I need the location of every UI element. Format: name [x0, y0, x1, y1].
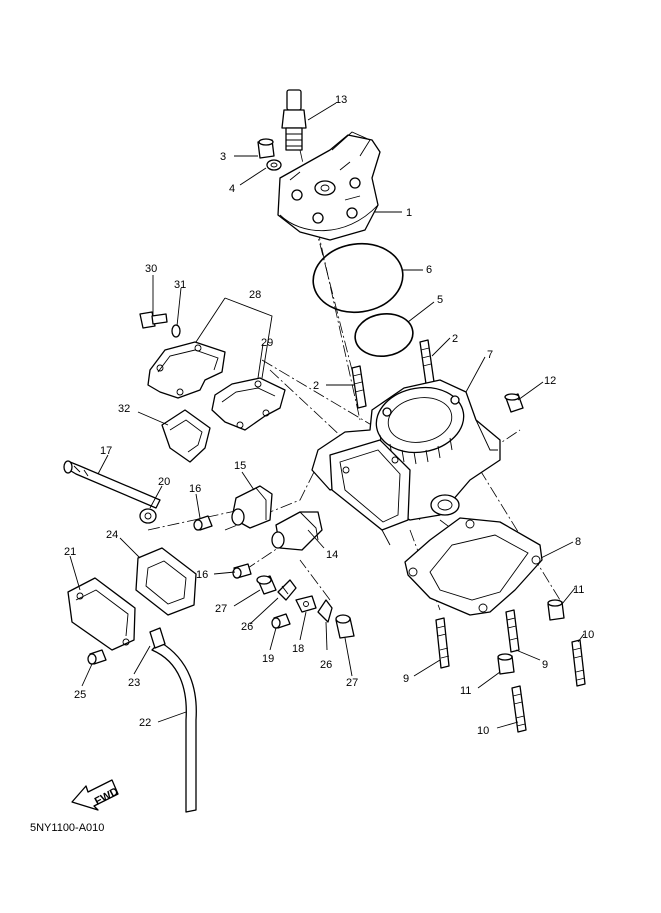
callout-numbers: 1 2 2 3 4 5 6 7 8 9 9 10 10 11 11 12 13 …: [64, 94, 594, 737]
callout-31: 31: [174, 279, 186, 291]
bolt-19: [271, 613, 291, 629]
callout-7: 7: [487, 349, 493, 361]
spring-clip-26-right: [317, 599, 333, 623]
callout-24: 24: [106, 529, 118, 541]
collar-27-left: [256, 575, 277, 595]
spark-plug: [281, 89, 307, 151]
callout-1: 1: [406, 207, 412, 219]
callout-10-right: 10: [582, 629, 594, 641]
callout-14: 14: [326, 549, 338, 561]
nut-11-right: [547, 599, 565, 621]
callout-27-right: 27: [346, 677, 358, 689]
fwd-arrow-icon: FWD: [71, 779, 121, 811]
bracket-32: [161, 409, 211, 463]
callout-29: 29: [261, 337, 273, 349]
o-ring-6: [312, 242, 404, 314]
hose-22: [151, 641, 197, 813]
stud-bolt-10-lower: [511, 685, 527, 733]
spring-clip-26-left: [277, 579, 297, 601]
callout-30: 30: [145, 263, 157, 275]
collar-20: [139, 508, 157, 524]
callout-18: 18: [292, 643, 304, 655]
callout-21: 21: [64, 546, 76, 558]
cylinder: [311, 379, 501, 546]
callout-9-right: 9: [542, 659, 548, 671]
callout-11-lower: 11: [460, 685, 471, 697]
valve-holder-15: [231, 485, 273, 529]
callout-16-lower: 16: [196, 569, 208, 581]
stud-bolt-2-right: [419, 339, 435, 385]
callout-9-left: 9: [403, 673, 409, 685]
callout-20: 20: [158, 476, 170, 488]
clip-18: [295, 595, 317, 613]
stud-bolt-10-right: [571, 639, 586, 687]
callout-32: 32: [118, 403, 130, 415]
o-ring-5: [354, 313, 414, 357]
callout-2-right: 2: [452, 333, 458, 345]
callout-17: 17: [100, 445, 112, 457]
nut-11-lower: [497, 653, 515, 675]
callout-15: 15: [234, 460, 246, 472]
callout-13: 13: [335, 94, 347, 106]
callout-8: 8: [575, 536, 581, 548]
bolt-30: [139, 311, 168, 329]
bolt-16-upper: [193, 515, 213, 531]
leader-lines: [69, 102, 585, 729]
valve-holder-14: [271, 511, 323, 551]
callout-5: 5: [437, 294, 443, 306]
callout-6: 6: [426, 264, 432, 276]
callout-28: 28: [249, 289, 261, 301]
gasket-24: [135, 547, 197, 616]
callout-4: 4: [229, 183, 235, 195]
stud-bolt-9-right: [505, 609, 520, 653]
washer-31: [171, 324, 181, 338]
callout-12: 12: [544, 375, 556, 387]
cover-21: [67, 577, 136, 651]
callout-23: 23: [128, 677, 140, 689]
shaft-17: [63, 460, 161, 509]
bolt-25: [87, 649, 107, 665]
base-gasket: [404, 517, 543, 616]
callout-26-left: 26: [241, 621, 253, 633]
callout-19: 19: [262, 653, 274, 665]
callout-11-right: 11: [573, 584, 584, 596]
stud-bolt-9-left: [435, 617, 450, 669]
callout-25: 25: [74, 689, 86, 701]
bolt-16-lower: [232, 563, 252, 579]
clamp-23: [149, 627, 166, 649]
cover-gasket-29: [211, 377, 286, 431]
plug-12: [504, 393, 524, 413]
callout-16-upper: 16: [189, 483, 201, 495]
callout-22: 22: [139, 717, 151, 729]
callout-2-left: 2: [313, 380, 319, 392]
callout-27-left: 27: [215, 603, 227, 615]
stud-bolt-2-left: [351, 365, 367, 409]
cylinder-head: [277, 131, 381, 241]
callout-26-right: 26: [320, 659, 332, 671]
callout-10-lower: 10: [477, 725, 489, 737]
cover-gasket-28: [147, 341, 226, 399]
callout-3: 3: [220, 151, 226, 163]
collar-27-right: [335, 614, 355, 639]
washer-4: [266, 159, 282, 171]
drawing-code: 5NY1100-A010: [30, 822, 105, 834]
nut-cap: [257, 138, 275, 159]
